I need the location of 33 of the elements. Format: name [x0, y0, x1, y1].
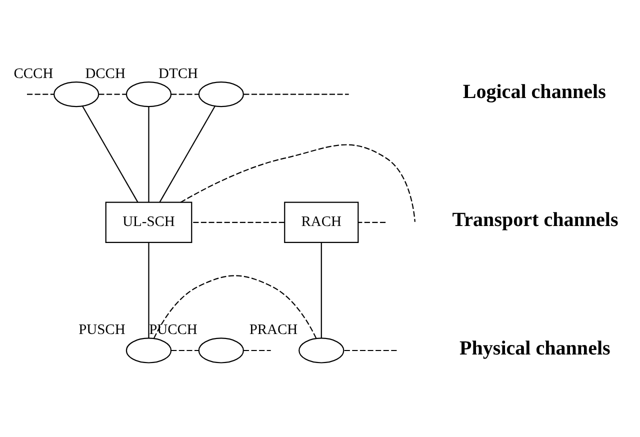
label: Transport channels	[452, 209, 618, 232]
connector	[243, 350, 271, 352]
label: Logical channels	[462, 81, 606, 104]
connector	[27, 94, 54, 95]
node-ellipse	[54, 82, 100, 108]
node-label: PRACH	[249, 322, 298, 338]
node-ellipse	[198, 82, 244, 108]
node-label: CCCH	[14, 66, 54, 82]
node-label: DTCH	[158, 66, 198, 82]
label: Physical channels	[460, 337, 610, 360]
connector	[82, 106, 138, 202]
connector	[358, 222, 386, 223]
node-ellipse	[298, 338, 344, 364]
connector	[171, 94, 199, 95]
connector	[148, 106, 150, 202]
node-ellipse	[198, 338, 244, 364]
connector	[171, 350, 199, 352]
connector	[180, 144, 416, 222]
node-label: PUSCH	[78, 322, 126, 338]
node-label: PUCCH	[149, 322, 198, 338]
connector	[153, 275, 317, 339]
connector	[159, 106, 216, 202]
connector	[320, 242, 322, 338]
connector	[244, 94, 349, 95]
connector	[192, 222, 284, 223]
node-box: UL-SCH	[105, 202, 192, 243]
connector	[98, 94, 126, 95]
node-ellipse	[126, 82, 172, 108]
connector	[344, 350, 397, 352]
node-ellipse	[126, 338, 172, 364]
node-label: DCCH	[85, 66, 126, 82]
connector	[148, 242, 150, 338]
node-box: RACH	[284, 202, 359, 243]
